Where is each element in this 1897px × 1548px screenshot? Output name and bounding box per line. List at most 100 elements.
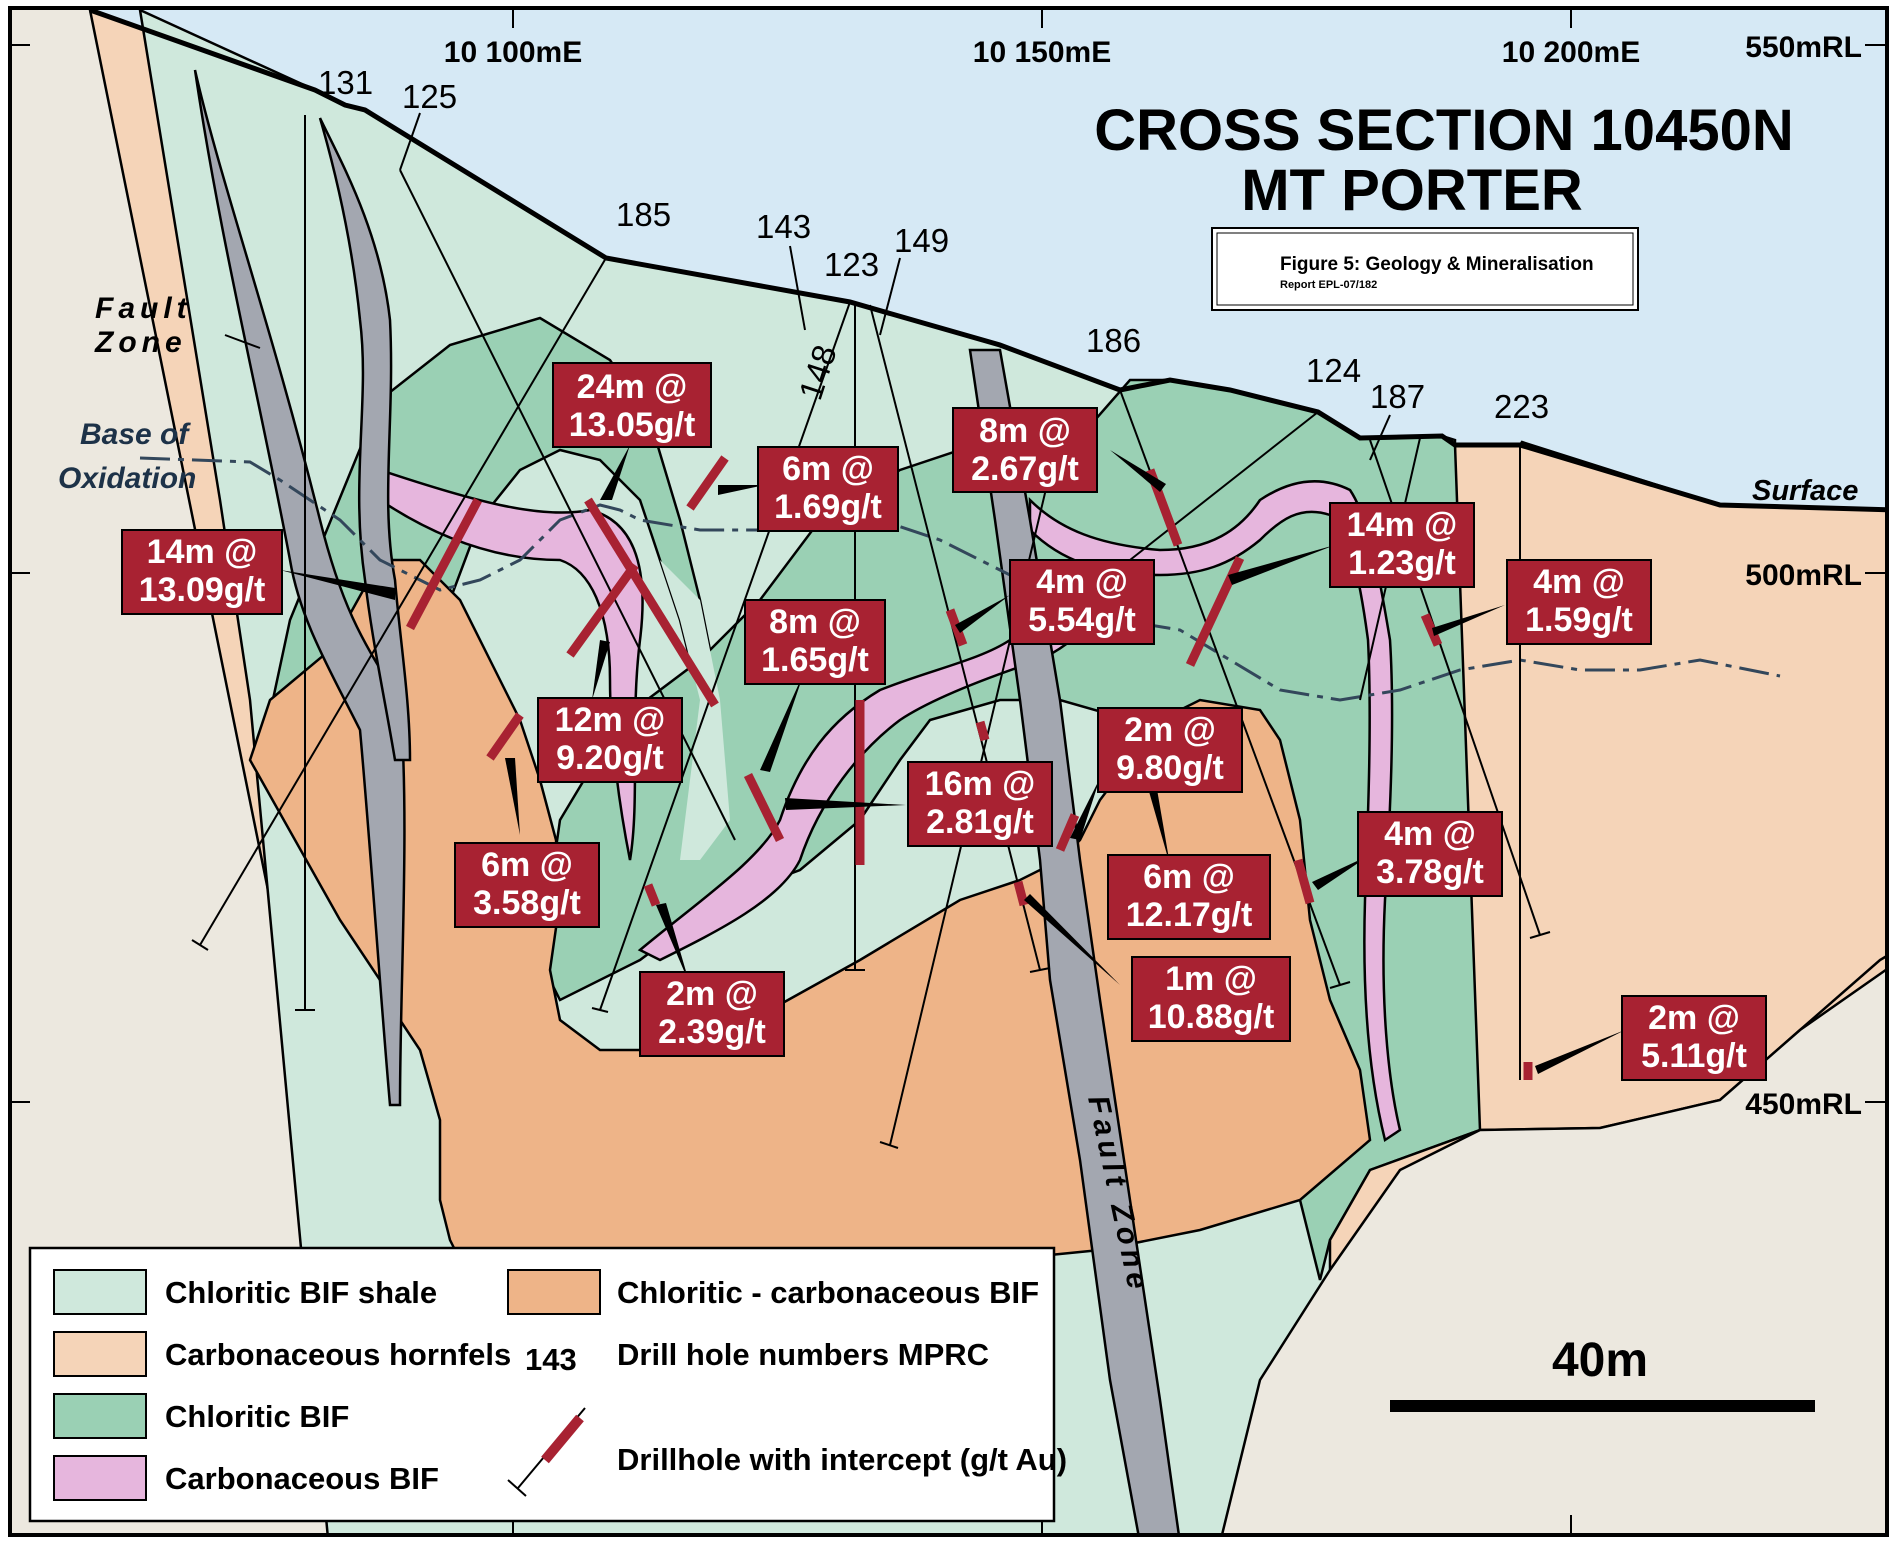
legend-swatch-carbonaceous-hornfels: [53, 1331, 147, 1377]
intercept-line1: 2m @: [1124, 711, 1216, 749]
easting-label: 10 100mE: [444, 36, 582, 69]
drill-hole-label: 124: [1306, 352, 1361, 389]
legend-swatch-carbonaceous-bif: [53, 1455, 147, 1501]
intercept-box: 2m @ 5.11g/t: [1621, 995, 1767, 1081]
intercept-line2: 9.20g/t: [556, 739, 664, 777]
drill-hole-label: 149: [894, 222, 949, 259]
scale-bar-line: [1390, 1400, 1815, 1412]
intercept-line1: 8m @: [769, 603, 861, 641]
drill-hole-label: 223: [1494, 388, 1549, 425]
drill-hole-leader-lines: [399, 112, 1391, 461]
intercept-box: 6m @ 12.17g/t: [1107, 854, 1271, 940]
intercept-line2: 5.11g/t: [1641, 1037, 1747, 1075]
intercept-box: 1m @ 10.88g/t: [1131, 956, 1291, 1042]
intercept-box: 4m @ 5.54g/t: [1009, 559, 1155, 645]
intercept-line1: 4m @: [1036, 563, 1128, 601]
intercept-line1: 1m @: [1165, 960, 1257, 998]
intercept-box: 2m @ 9.80g/t: [1097, 707, 1243, 793]
intercept-line1: 2m @: [666, 975, 758, 1013]
intercept-line1: 6m @: [1143, 858, 1235, 896]
surface-label: Surface: [1752, 475, 1858, 507]
intercept-line1: 2m @: [1648, 999, 1740, 1037]
scale-bar: 40m: [1390, 1334, 1815, 1412]
intercept-box: 2m @ 2.39g/t: [639, 971, 785, 1057]
intercept-pointers: [280, 445, 1625, 1074]
fault-zone-leader: [224, 334, 261, 349]
intercept-line2: 10.88g/t: [1148, 998, 1275, 1036]
intercept-box: 8m @ 2.67g/t: [952, 407, 1098, 493]
legend-swatch-chloritic-carbonaceous-bif: [507, 1269, 601, 1315]
intercept-line1: 16m @: [925, 765, 1036, 803]
intercept-box: 12m @ 9.20g/t: [537, 697, 683, 783]
drill-hole-label: 131: [318, 64, 373, 101]
legend-intercept-bar: [541, 1414, 584, 1464]
intercept-line2: 3.78g/t: [1376, 853, 1484, 891]
intercept-line2: 1.69g/t: [774, 488, 882, 526]
intercept-line2: 13.09g/t: [139, 571, 266, 609]
legend-label: Carbonaceous BIF: [165, 1461, 439, 1496]
legend-hole-number-sample: 143: [525, 1342, 577, 1377]
intercept-box: 4m @ 1.59g/t: [1506, 559, 1652, 645]
easting-label: 10 150mE: [973, 36, 1111, 69]
intercept-line1: 12m @: [555, 701, 666, 739]
legend-label: Chloritic - carbonaceous BIF: [617, 1275, 1039, 1310]
intercept-box: 24m @ 13.05g/t: [552, 362, 712, 448]
legend-swatch-chloritic-bif-shale: [53, 1269, 147, 1315]
intercept-line2: 9.80g/t: [1116, 749, 1224, 787]
fault-zone-label-left: Fault: [95, 292, 192, 325]
intercept-line1: 14m @: [1347, 506, 1458, 544]
scale-bar-label: 40m: [1552, 1334, 1648, 1387]
intercept-bars: [406, 455, 1533, 1080]
intercept-line2: 12.17g/t: [1126, 896, 1253, 934]
figure-subtitle: MT PORTER: [1241, 158, 1583, 223]
fault-zone-west-a: [193, 69, 406, 1107]
legend: Chloritic BIF shale Carbonaceous hornfel…: [28, 1246, 1067, 1523]
intercept-box: 6m @ 3.58g/t: [454, 842, 600, 928]
drill-hole-label: 143: [756, 208, 811, 245]
intercept-line1: 4m @: [1533, 563, 1625, 601]
rl-label: 450mRL: [1745, 1088, 1862, 1121]
figure-caption-box: Figure 5: Geology & Mineralisation Repor…: [1211, 227, 1639, 311]
intercept-line2: 2.39g/t: [658, 1013, 766, 1051]
figure-caption-title: Figure 5: Geology & Mineralisation: [1280, 254, 1594, 275]
easting-label: 10 200mE: [1502, 36, 1640, 69]
intercept-line1: 14m @: [147, 533, 258, 571]
drill-hole-label: 186: [1086, 322, 1141, 359]
intercept-line2: 13.05g/t: [569, 406, 696, 444]
intercept-line2: 1.59g/t: [1525, 601, 1633, 639]
intercept-line1: 6m @: [782, 450, 874, 488]
drill-hole-label: 123: [824, 246, 879, 283]
intercept-box: 8m @ 1.65g/t: [744, 599, 886, 685]
intercept-line1: 24m @: [577, 368, 688, 406]
intercept-box: 6m @ 1.69g/t: [757, 446, 899, 532]
drill-hole-label: 125: [402, 78, 457, 115]
shale-lens: [660, 560, 730, 860]
rl-label: 550mRL: [1745, 31, 1862, 64]
intercept-line2: 3.58g/t: [473, 884, 581, 922]
intercept-line2: 1.23g/t: [1348, 544, 1456, 582]
legend-label: Chloritic BIF shale: [165, 1275, 437, 1310]
figure-title: CROSS SECTION 10450N: [1094, 98, 1793, 163]
intercept-line2: 2.81g/t: [926, 803, 1034, 841]
legend-label: Drill hole numbers MPRC: [617, 1337, 989, 1372]
base-of-oxidation-label: Base of: [80, 418, 191, 451]
legend-label: Drillhole with intercept (g/t Au): [617, 1442, 1067, 1477]
legend-label: Chloritic BIF: [165, 1399, 349, 1434]
intercept-line1: 8m @: [979, 412, 1071, 450]
legend-swatch-chloritic-bif: [53, 1393, 147, 1439]
intercept-box: 14m @ 13.09g/t: [121, 529, 283, 615]
intercept-box: 4m @ 3.78g/t: [1357, 811, 1503, 897]
intercept-line2: 5.54g/t: [1028, 601, 1136, 639]
drill-hole-label: 187: [1370, 378, 1425, 415]
rl-label: 500mRL: [1745, 559, 1862, 592]
intercept-box: 14m @ 1.23g/t: [1329, 502, 1475, 588]
country-rock-right: [1220, 967, 1887, 1535]
intercept-line1: 6m @: [481, 846, 573, 884]
intercept-line2: 2.67g/t: [971, 450, 1079, 488]
drill-hole-label: 185: [616, 196, 671, 233]
fault-zone-label-left: Zone: [94, 326, 187, 359]
intercept-line2: 1.65g/t: [761, 641, 869, 679]
intercept-line1: 4m @: [1384, 815, 1476, 853]
